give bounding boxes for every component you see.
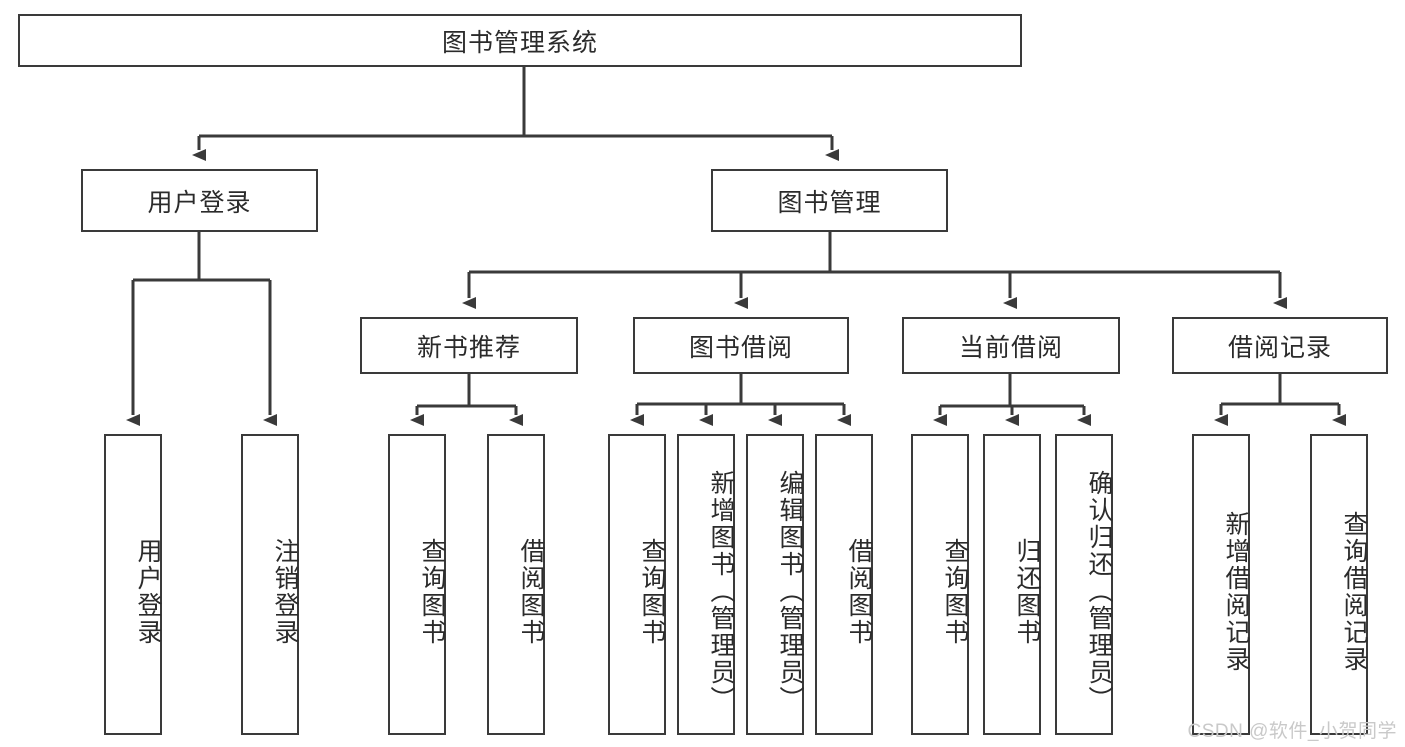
- node-leaf-query-book-1-label: 查询图书: [418, 537, 446, 646]
- node-leaf-add-record[interactable]: 新增借阅记录: [1192, 434, 1250, 735]
- node-leaf-user-logout-label: 注销登录: [271, 537, 299, 646]
- node-leaf-query-book-2-label: 查询图书: [638, 537, 666, 646]
- node-leaf-add-book[interactable]: 新增图书（管理员）: [677, 434, 735, 735]
- node-leaf-user-logout[interactable]: 注销登录: [241, 434, 299, 735]
- node-leaf-user-login[interactable]: 用户登录: [104, 434, 162, 735]
- node-leaf-query-book-1[interactable]: 查询图书: [388, 434, 446, 735]
- node-borrow-record[interactable]: 借阅记录: [1172, 317, 1388, 374]
- node-leaf-return-book-label: 归还图书: [1013, 537, 1041, 646]
- node-new-book-recommend[interactable]: 新书推荐: [360, 317, 578, 374]
- node-user-login[interactable]: 用户登录: [81, 169, 318, 232]
- node-leaf-confirm-return-label: 确认归还（管理员）: [1085, 470, 1113, 713]
- node-leaf-borrow-book-1-label: 借阅图书: [517, 537, 545, 646]
- node-leaf-query-record-label: 查询借阅记录: [1340, 510, 1368, 673]
- node-book-borrow-label: 图书借阅: [688, 333, 793, 362]
- node-root-label: 图书管理系统: [441, 28, 598, 57]
- node-leaf-query-record[interactable]: 查询借阅记录: [1310, 434, 1368, 735]
- node-leaf-query-book-3[interactable]: 查询图书: [911, 434, 969, 735]
- node-root-system[interactable]: 图书管理系统: [18, 14, 1022, 67]
- node-leaf-add-book-label: 新增图书（管理员）: [707, 470, 735, 713]
- node-leaf-borrow-book-1[interactable]: 借阅图书: [487, 434, 545, 735]
- watermark: CSDN @软件_小贺同学: [1187, 721, 1397, 742]
- node-book-borrow[interactable]: 图书借阅: [633, 317, 849, 374]
- node-new-book-recommend-label: 新书推荐: [416, 333, 521, 362]
- node-leaf-borrow-book-2-label: 借阅图书: [845, 537, 873, 646]
- node-leaf-return-book[interactable]: 归还图书: [983, 434, 1041, 735]
- node-leaf-confirm-return[interactable]: 确认归还（管理员）: [1055, 434, 1113, 735]
- node-leaf-edit-book-label: 编辑图书（管理员）: [776, 470, 804, 713]
- node-leaf-user-login-label: 用户登录: [134, 537, 162, 646]
- node-leaf-edit-book[interactable]: 编辑图书（管理员）: [746, 434, 804, 735]
- node-user-login-label: 用户登录: [147, 188, 252, 217]
- node-book-management-label: 图书管理: [777, 188, 882, 217]
- node-leaf-query-book-3-label: 查询图书: [941, 537, 969, 646]
- node-leaf-borrow-book-2[interactable]: 借阅图书: [815, 434, 873, 735]
- node-current-borrow[interactable]: 当前借阅: [902, 317, 1120, 374]
- node-current-borrow-label: 当前借阅: [958, 333, 1063, 362]
- node-leaf-query-book-2[interactable]: 查询图书: [608, 434, 666, 735]
- node-book-management[interactable]: 图书管理: [711, 169, 948, 232]
- node-leaf-add-record-label: 新增借阅记录: [1222, 510, 1250, 673]
- node-borrow-record-label: 借阅记录: [1227, 333, 1332, 362]
